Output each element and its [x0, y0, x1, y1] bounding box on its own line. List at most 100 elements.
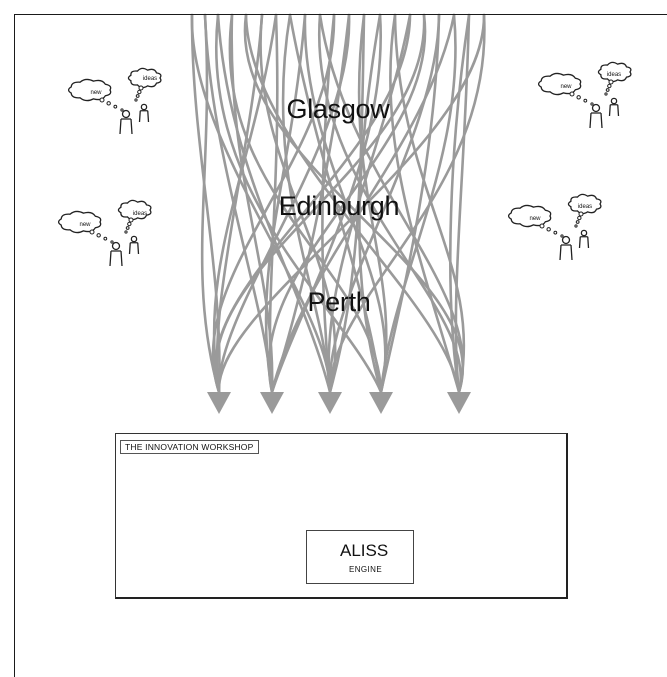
thought-dot [127, 221, 132, 227]
flow-line [393, 13, 466, 394]
flow-line [267, 13, 427, 394]
arrow-head [369, 392, 393, 414]
thought-dot [125, 226, 130, 230]
flow-line [318, 13, 465, 394]
arrow-head [318, 392, 342, 414]
arrow-head [447, 392, 471, 414]
thought-dot [135, 94, 140, 98]
bubble-ideas-text: ideas [606, 72, 622, 78]
bubble-new-text: new [560, 84, 572, 90]
flow-line [200, 13, 221, 394]
bubble-ideas-text: ideas [577, 204, 593, 210]
flow-line [449, 13, 471, 394]
thought-dot [546, 227, 551, 232]
stick-figure [589, 103, 603, 129]
flow-line [357, 13, 388, 394]
thought-dot [574, 224, 578, 228]
cloud-outline [597, 61, 632, 83]
stick-figure [138, 103, 150, 123]
cloud-outline [127, 67, 162, 89]
figure-body [138, 110, 150, 123]
thought-cloud [567, 193, 602, 215]
figure-head [121, 109, 131, 119]
thought-dot [128, 217, 134, 223]
figure-body [608, 104, 620, 117]
stick-figure [578, 229, 590, 249]
thought-dot [113, 104, 118, 109]
thought-dot [590, 102, 594, 106]
flow-line [328, 13, 441, 394]
figure-head [580, 229, 588, 237]
bubble-ideas-text: ideas [142, 76, 158, 82]
flow-line [217, 13, 351, 394]
flow-line [215, 13, 383, 394]
flow-line [264, 13, 307, 394]
figure-body [109, 250, 123, 267]
flow-line [379, 13, 457, 394]
thought-dot [553, 230, 558, 235]
figure-head [130, 235, 138, 243]
thought-dot [89, 229, 95, 235]
idea-group [57, 199, 152, 267]
thought-dot [124, 230, 128, 234]
thought-dot [106, 101, 111, 106]
flow-line [217, 13, 486, 394]
thought-cloud [597, 61, 632, 83]
thought-dot [607, 83, 612, 89]
people-groups [57, 61, 632, 267]
figure-head [561, 235, 571, 245]
thought-dot [103, 236, 108, 241]
thought-dot [99, 97, 105, 103]
thought-dot [134, 98, 138, 102]
flow-line [358, 13, 383, 394]
thought-dot [120, 108, 124, 112]
figure-head [591, 103, 601, 113]
arrow-heads [207, 392, 471, 414]
arrow-head [260, 392, 284, 414]
city-label-edinburgh: Edinburgh [278, 191, 400, 221]
cloud-outline [117, 199, 152, 221]
figure-head [111, 241, 121, 251]
figure-body [559, 244, 573, 261]
figure-body [128, 242, 140, 255]
city-label-glasgow: Glasgow [286, 94, 390, 124]
thought-cloud [127, 67, 162, 89]
figure-head [610, 97, 618, 105]
idea-group [507, 193, 602, 261]
flow-line [389, 13, 461, 394]
thought-dot [578, 211, 584, 217]
thought-dot [569, 91, 575, 97]
bubble-new-text: new [79, 222, 91, 228]
thought-dot [96, 233, 101, 238]
flow-line [214, 13, 426, 394]
thought-dot [575, 220, 580, 224]
thought-dot [577, 215, 582, 221]
idea-group [67, 67, 162, 135]
stick-figure [559, 235, 573, 261]
stick-figure [119, 109, 133, 135]
thought-dot [539, 223, 545, 229]
flow-line [328, 13, 486, 394]
bubble-new-text: new [529, 216, 541, 222]
engine-subtitle: ENGINE [349, 565, 383, 574]
thought-dot [604, 92, 608, 96]
flow-lines [190, 13, 486, 394]
figure-body [119, 118, 133, 135]
thought-dot [110, 240, 114, 244]
thought-dot [605, 88, 610, 92]
thought-dot [137, 89, 142, 95]
frame-left-line [14, 14, 15, 677]
stick-figure [128, 235, 140, 255]
aliss-engine-box [306, 530, 414, 584]
thought-dot [576, 95, 581, 100]
workshop-title: THE INNOVATION WORKSHOP [120, 440, 259, 454]
thought-dot [608, 79, 614, 85]
stick-figure [109, 241, 123, 267]
idea-group [537, 61, 632, 129]
flow-line [321, 13, 336, 394]
thought-dot [583, 98, 588, 103]
bubble-new-text: new [90, 90, 102, 96]
flow-line [270, 13, 383, 394]
arrow-head [207, 392, 231, 414]
